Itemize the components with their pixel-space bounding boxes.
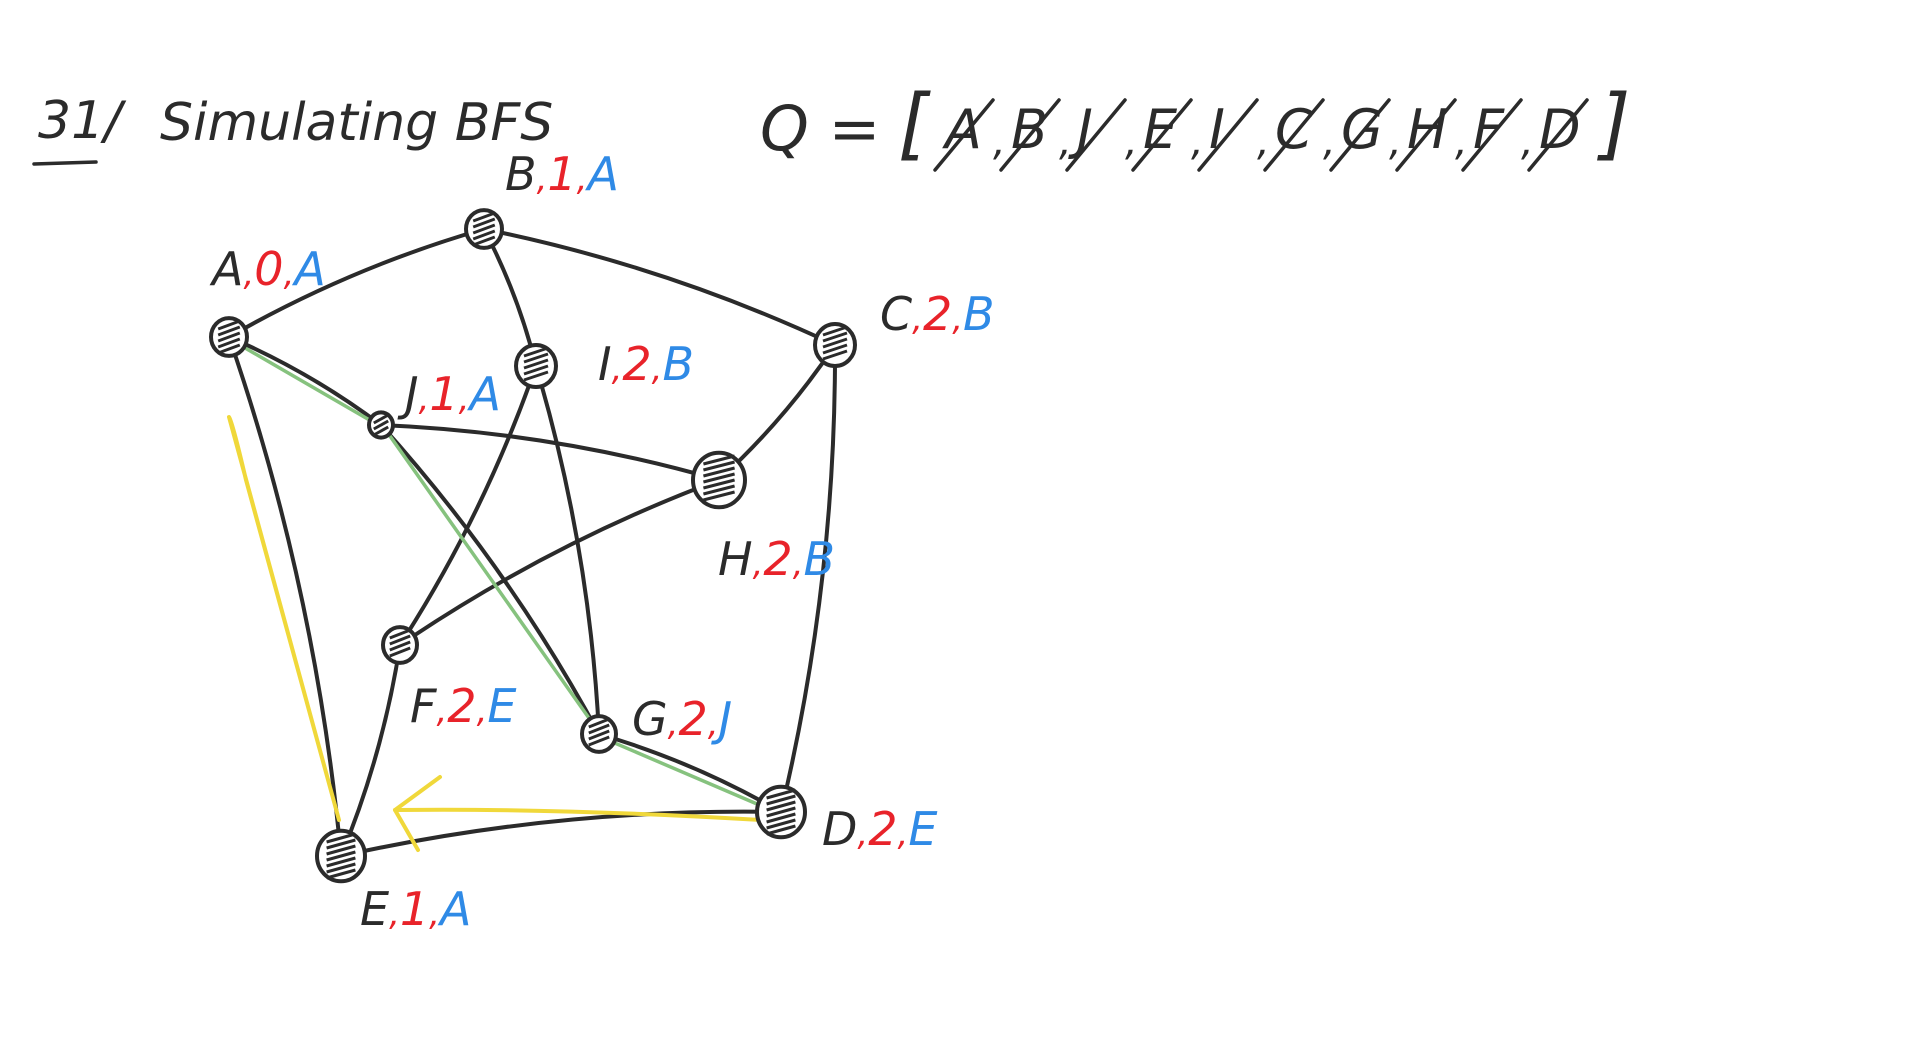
green-path <box>231 339 787 818</box>
edge-f-h <box>398 478 721 647</box>
edge-j-g <box>379 423 601 736</box>
yellow-path <box>227 415 763 822</box>
queue-item-a: A <box>942 98 982 161</box>
node-label-a: A,0,A <box>209 242 326 296</box>
node-d <box>755 784 807 840</box>
node-parent: B <box>804 532 836 586</box>
queue-comma: , <box>1389 119 1402 165</box>
node-name: F <box>410 679 437 733</box>
node-e <box>315 828 367 884</box>
node-label-d: D,2,E <box>822 802 937 856</box>
edge-f-e <box>339 643 402 858</box>
strikethrough <box>1131 98 1193 172</box>
node-dist: 2 <box>678 692 707 746</box>
highlighted-paths <box>227 339 787 852</box>
node-dist: 2 <box>622 337 651 391</box>
strikethrough <box>1197 98 1259 172</box>
strikethrough <box>1461 98 1523 172</box>
node-label-j: J,1,A <box>397 367 501 421</box>
queue-comma: , <box>1455 119 1468 165</box>
strikethrough <box>999 98 1061 172</box>
node-label-b: B,1,A <box>505 147 619 201</box>
node-g <box>580 714 618 754</box>
heading-title: Simulating BFS <box>160 93 553 153</box>
queue-comma: , <box>1257 119 1270 165</box>
node-parent: A <box>437 882 471 936</box>
node-name: C <box>880 287 912 341</box>
node-name: G <box>632 692 668 746</box>
node-name: I <box>598 337 612 391</box>
node-parent: E <box>908 802 937 856</box>
queue-comma: , <box>1323 119 1336 165</box>
node-parent: E <box>487 679 516 733</box>
queue-open-bracket: [ <box>898 79 931 169</box>
node-parent: A <box>291 242 325 296</box>
exercise-number: 31/ <box>38 91 127 151</box>
strikethrough <box>1065 98 1127 172</box>
queue-comma: , <box>993 119 1006 165</box>
graph-nodes <box>209 208 857 884</box>
node-dist: 1 <box>429 367 458 421</box>
edge-a-b <box>227 227 486 339</box>
queue-label: Q = <box>760 92 880 165</box>
node-j <box>367 410 395 440</box>
node-label-h: H,2,B <box>718 532 835 586</box>
node-dist: 2 <box>447 679 476 733</box>
node-label-e: E,1,A <box>360 882 471 936</box>
node-parent: A <box>466 367 500 421</box>
queue-comma: , <box>1059 119 1072 165</box>
node-parent: A <box>584 147 618 201</box>
node-dist: 1 <box>400 882 429 936</box>
node-dist: 2 <box>763 532 792 586</box>
strikethrough <box>1329 98 1391 172</box>
node-c <box>813 322 857 368</box>
node-name: J <box>397 367 419 421</box>
node-name: A <box>209 242 243 296</box>
node-f <box>381 625 419 665</box>
node-label-c: C,2,B <box>880 287 995 341</box>
edge-c-d <box>779 343 838 814</box>
edge-a-j <box>227 335 383 427</box>
node-label-i: I,2,B <box>598 337 694 391</box>
edge-i-g <box>534 364 601 736</box>
edge-b-c <box>482 227 837 347</box>
queue: Q = [ A,B,J,E,I,C,G,H,F,D ] <box>760 79 1630 172</box>
edge-j-h <box>379 423 721 482</box>
queue-close-bracket: ] <box>1597 79 1630 169</box>
node-i <box>514 343 558 389</box>
strikethrough <box>1527 98 1589 172</box>
node-dist: 2 <box>868 802 897 856</box>
node-dist: 0 <box>254 242 283 296</box>
node-dist: 2 <box>923 287 952 341</box>
edge-a-e <box>227 335 343 858</box>
queue-comma: , <box>1191 119 1204 165</box>
edge-i-f <box>398 364 538 647</box>
queue-item-i: I <box>1209 98 1225 161</box>
strikethrough <box>933 98 995 172</box>
node-labels: A,0,A B,1,A C,2,B I,2,B J,1,A H,2,B F,2,E G,2,J… <box>209 147 995 936</box>
node-name: H <box>718 532 753 586</box>
node-label-g: G,2,J <box>632 692 732 746</box>
heading: 31/ Simulating BFS <box>32 91 553 166</box>
strikethrough <box>1395 98 1457 172</box>
queue-comma: , <box>1125 119 1138 165</box>
queue-comma: , <box>1521 119 1534 165</box>
edge-e-d <box>339 809 783 858</box>
node-name: D <box>822 802 857 856</box>
node-label-f: F,2,E <box>410 679 516 733</box>
node-parent: B <box>963 287 995 341</box>
node-b <box>464 208 504 250</box>
node-dist: 1 <box>547 147 576 201</box>
underline <box>32 160 98 166</box>
node-h <box>691 450 747 510</box>
node-name: E <box>360 882 389 936</box>
node-a <box>209 316 249 358</box>
yellow-arrowhead-icon <box>393 775 442 852</box>
queue-items: A,B,J,E,I,C,G,H,F,D <box>933 98 1589 172</box>
node-parent: B <box>662 337 694 391</box>
strikethrough <box>1263 98 1325 172</box>
node-name: B <box>505 147 537 201</box>
